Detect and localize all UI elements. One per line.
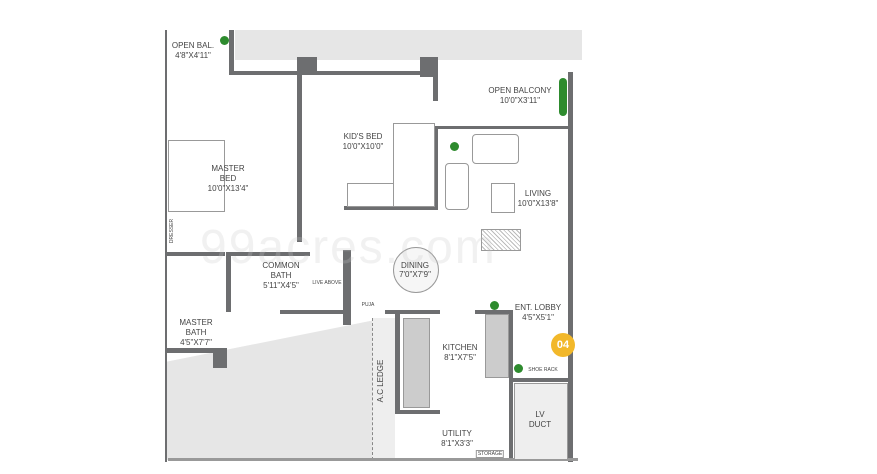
utility-size: 8'1"X3'3" bbox=[441, 439, 473, 448]
ent-lobby-label: ENT. LOBBY bbox=[514, 303, 562, 312]
wall bbox=[297, 57, 302, 242]
dining-size: 7'0"X7'9" bbox=[399, 270, 431, 279]
rug bbox=[481, 229, 521, 251]
kitchen-counter-right bbox=[485, 314, 509, 378]
open-bal-size: 4'8"X4'11" bbox=[175, 51, 211, 60]
wall bbox=[165, 30, 167, 462]
wardrobe bbox=[347, 183, 394, 207]
kids-bed-size: 10'0"X10'0" bbox=[342, 142, 384, 151]
kitchen-counter bbox=[403, 318, 430, 408]
ent-lobby-size: 4'5"X5'1" bbox=[522, 313, 554, 322]
watermark: 99acres.com bbox=[200, 221, 497, 274]
wall bbox=[433, 71, 438, 101]
wall bbox=[568, 72, 573, 462]
unit-badge: 04 bbox=[551, 333, 575, 357]
wall bbox=[233, 71, 433, 75]
master-bath-label-2: BATH bbox=[185, 328, 207, 337]
master-bed-label-2: BED bbox=[219, 174, 237, 183]
storage-label: STORAGE bbox=[475, 450, 505, 458]
wall bbox=[213, 348, 227, 368]
sofa-side bbox=[445, 163, 469, 210]
dresser-label: DRESSER bbox=[169, 218, 175, 244]
puja-label: PUJA bbox=[361, 302, 375, 308]
plant-icon bbox=[514, 364, 523, 373]
lift-above-label: LIVE ABOVE bbox=[312, 280, 342, 286]
outside-area-top bbox=[235, 30, 582, 60]
wall bbox=[165, 348, 225, 353]
wall bbox=[168, 458, 578, 461]
wall bbox=[344, 206, 438, 210]
kitchen-size: 8'1"X7'5" bbox=[444, 353, 476, 362]
open-balcony-label: OPEN BALCONY bbox=[488, 86, 552, 95]
lv-duct-label-2: DUCT bbox=[528, 420, 552, 429]
lv-duct-label: LV bbox=[535, 410, 545, 419]
lv-duct-box bbox=[514, 383, 568, 460]
kids-bed-label: KID'S BED bbox=[343, 132, 383, 141]
common-bath-label-2: BATH bbox=[270, 271, 292, 280]
wall bbox=[509, 310, 513, 460]
dining-label: DINING bbox=[401, 261, 429, 270]
wall bbox=[297, 57, 317, 75]
wall bbox=[385, 310, 440, 314]
master-bed-furniture bbox=[168, 140, 225, 212]
coffee-table bbox=[491, 183, 515, 213]
sofa bbox=[472, 134, 519, 164]
master-bath-label: MASTER bbox=[179, 318, 213, 327]
wall bbox=[433, 126, 573, 129]
wall bbox=[475, 310, 513, 314]
open-bal-label: OPEN BAL. bbox=[171, 41, 215, 50]
kitchen-label: KITCHEN bbox=[442, 343, 478, 352]
kids-bed-furniture bbox=[393, 123, 435, 207]
living-size: 10'0"X13'8" bbox=[517, 199, 559, 208]
plant-icon bbox=[559, 78, 567, 116]
utility-label: UTILITY bbox=[442, 429, 472, 438]
master-bed-size: 10'0"X13'4" bbox=[207, 184, 249, 193]
common-bath-size: 5'11"X4'5" bbox=[263, 281, 299, 290]
open-balcony-size: 10'0"X3'11" bbox=[499, 96, 541, 105]
master-bath-size: 4'5"X7'7" bbox=[180, 338, 212, 347]
wall bbox=[229, 30, 234, 75]
dining-table bbox=[393, 247, 439, 293]
living-label: LIVING bbox=[524, 189, 552, 198]
wall bbox=[280, 310, 345, 314]
wall bbox=[395, 410, 440, 414]
wall bbox=[433, 126, 438, 206]
plant-icon bbox=[490, 301, 499, 310]
wall bbox=[226, 252, 231, 312]
wall bbox=[226, 252, 310, 256]
ac-ledge-area bbox=[372, 318, 395, 460]
wall bbox=[395, 314, 400, 414]
wall bbox=[509, 378, 573, 382]
wall bbox=[165, 252, 225, 256]
shoe-rack-label: SHOE RACK bbox=[528, 367, 558, 373]
plant-icon bbox=[220, 36, 229, 45]
plant-icon bbox=[450, 142, 459, 151]
common-bath-label: COMMON bbox=[262, 261, 300, 270]
wall bbox=[343, 250, 351, 325]
ac-ledge-label: A.C LEDGE bbox=[376, 359, 385, 403]
master-bed-label: MASTER bbox=[211, 164, 245, 173]
